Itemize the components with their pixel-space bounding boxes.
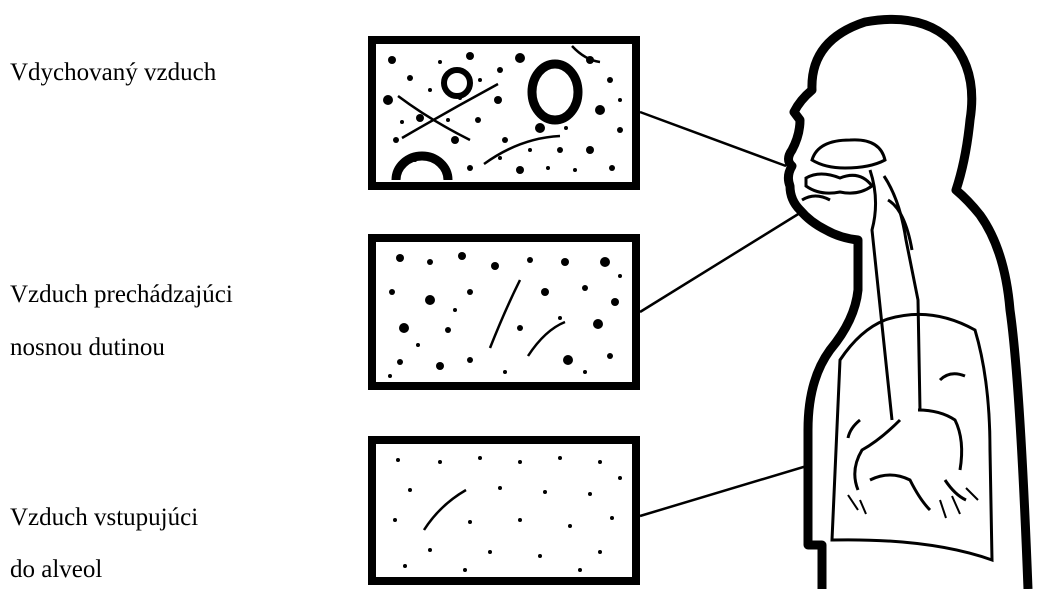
panel-inhaled-air bbox=[372, 40, 636, 186]
connector-2 bbox=[640, 208, 808, 312]
human-figure bbox=[788, 19, 1028, 589]
panel-frame-3 bbox=[372, 440, 636, 581]
panel-alveoli-air bbox=[372, 440, 636, 581]
connector-1 bbox=[640, 112, 786, 166]
panel-nasal-air bbox=[372, 238, 636, 386]
